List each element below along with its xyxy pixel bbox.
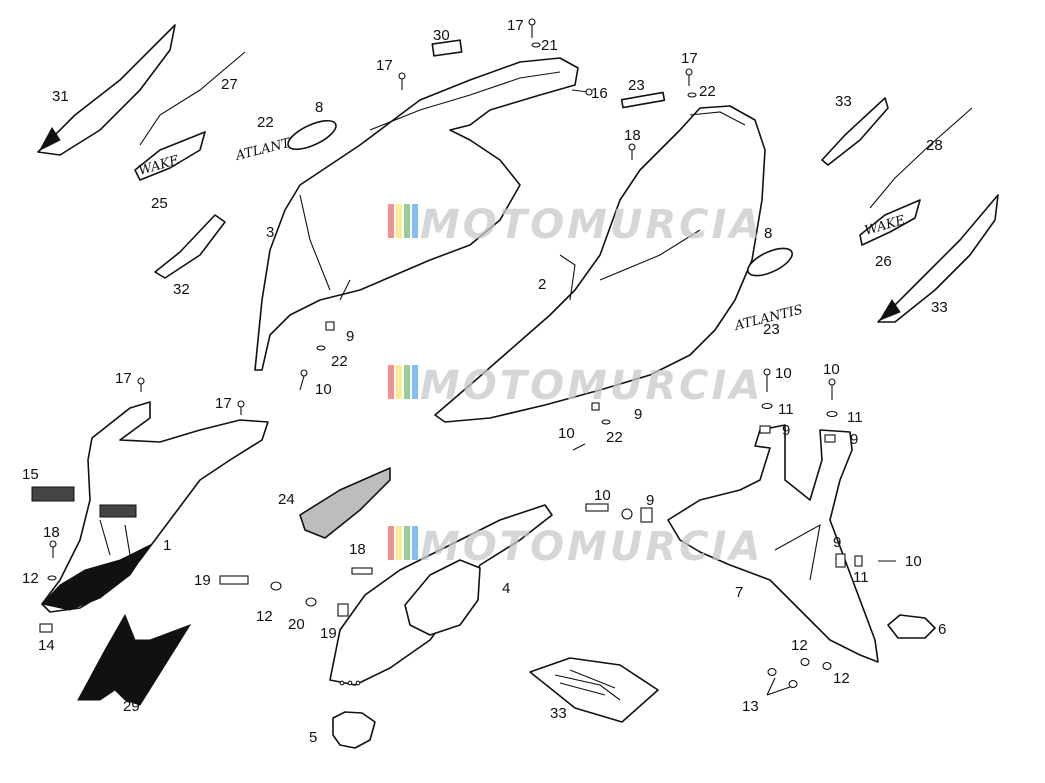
callout-label: 18 (349, 541, 366, 558)
watermark-label: MOTOMURCIA (420, 202, 763, 248)
callout-label: 9 (833, 534, 841, 551)
emblem-right (747, 247, 793, 277)
decal-15 (31, 486, 75, 502)
callout-label: 9 (782, 422, 790, 439)
callout-label: 28 (926, 137, 943, 154)
callout-label: 11 (847, 409, 863, 426)
callout-label: 22 (331, 353, 348, 370)
hardware (39, 18, 896, 696)
callouts: 1 2 3 4 5 6 7 8 8 9 9 9 9 9 9 10 10 10 1… (22, 17, 948, 746)
watermark-middle: MOTOMURCIA (388, 363, 763, 409)
callout-label: 6 (938, 621, 946, 638)
callout-label: 33 (835, 93, 852, 110)
callout-label: 12 (833, 670, 850, 687)
callout-label: 9 (634, 406, 642, 423)
floor-mat-piece (77, 613, 192, 706)
callout-label: 10 (905, 553, 922, 570)
callout-label: 17 (215, 395, 232, 412)
watermark-label: MOTOMURCIA (420, 363, 763, 409)
rear-underbody (667, 424, 879, 663)
callout-label: 19 (194, 572, 211, 589)
decal-checker-right (877, 194, 999, 323)
callout-label: 33 (550, 705, 567, 722)
callout-label: 16 (591, 85, 608, 102)
callout-label: 23 (628, 77, 645, 94)
callout-label: 17 (681, 50, 698, 67)
callout-label: 8 (315, 99, 323, 116)
watermark-bottom: MOTOMURCIA (388, 524, 763, 570)
decal-swoosh-right (859, 107, 973, 246)
callout-label: 12 (791, 637, 808, 654)
callout-label: 2 (538, 276, 546, 293)
callout-label: 1 (163, 537, 171, 554)
callout-label: 9 (646, 492, 654, 509)
callout-label: 10 (558, 425, 575, 442)
callout-label: 20 (288, 616, 305, 633)
callout-label: 4 (502, 580, 510, 597)
decal-plate-31 (431, 39, 463, 57)
callout-label: 10 (775, 365, 792, 382)
emblem-left (287, 119, 337, 151)
callout-label: 19 (320, 625, 337, 642)
callout-label: 30 (433, 27, 450, 44)
callout-label: 22 (257, 114, 274, 131)
callout-label: 10 (594, 487, 611, 504)
mesh-grille (299, 467, 391, 539)
callout-label: 18 (624, 127, 641, 144)
callout-label: 15 (22, 466, 39, 483)
decal-plate-24 (620, 91, 666, 109)
callout-label: 22 (606, 429, 623, 446)
watermark-label: MOTOMURCIA (420, 524, 763, 570)
decal-small-right (821, 97, 889, 166)
decal-checker-left (37, 24, 176, 156)
callout-label: 18 (43, 524, 60, 541)
callout-label: 3 (266, 224, 274, 241)
watermark-top: MOTOMURCIA (388, 202, 763, 248)
callout-label: 11 (778, 401, 794, 418)
callout-label: 11 (853, 569, 869, 586)
callout-label: 32 (173, 281, 190, 298)
callout-label: 23 (763, 321, 780, 338)
callout-label: 9 (346, 328, 354, 345)
fender-cap (332, 711, 376, 749)
callout-label: 31 (52, 88, 69, 105)
rear-plate (887, 614, 936, 639)
callout-label: 12 (22, 570, 39, 587)
callout-label: 24 (278, 491, 295, 508)
callout-label: 17 (376, 57, 393, 74)
callout-label: 33 (931, 299, 948, 316)
callout-label: 10 (315, 381, 332, 398)
callout-label: 22 (699, 83, 716, 100)
callout-label: 13 (742, 698, 759, 715)
callout-label: 17 (115, 370, 132, 387)
decal-15b (99, 504, 137, 518)
callout-label: 21 (541, 37, 558, 54)
side-panel-right (434, 105, 766, 423)
callout-label: 17 (507, 17, 524, 34)
decal-small-left (154, 214, 226, 279)
callout-label: 8 (764, 225, 772, 242)
callout-label: 10 (823, 361, 840, 378)
callout-label: 14 (38, 637, 55, 654)
callout-label: 7 (735, 584, 743, 601)
callout-label: 29 (123, 698, 140, 715)
watermark: MOTOMURCIA MOTOMURCIA MOTOMURCIA (388, 202, 763, 570)
callout-label: 12 (256, 608, 273, 625)
callout-label: 27 (221, 76, 238, 93)
hardware-bag (529, 657, 659, 723)
callout-label: 5 (309, 729, 317, 746)
callout-label: 26 (875, 253, 892, 270)
callout-label: 9 (850, 431, 858, 448)
lower-cowl-left (41, 401, 269, 613)
decal-swoosh-left (134, 51, 246, 181)
rear-fender (329, 504, 553, 686)
callout-label: 25 (151, 195, 168, 212)
